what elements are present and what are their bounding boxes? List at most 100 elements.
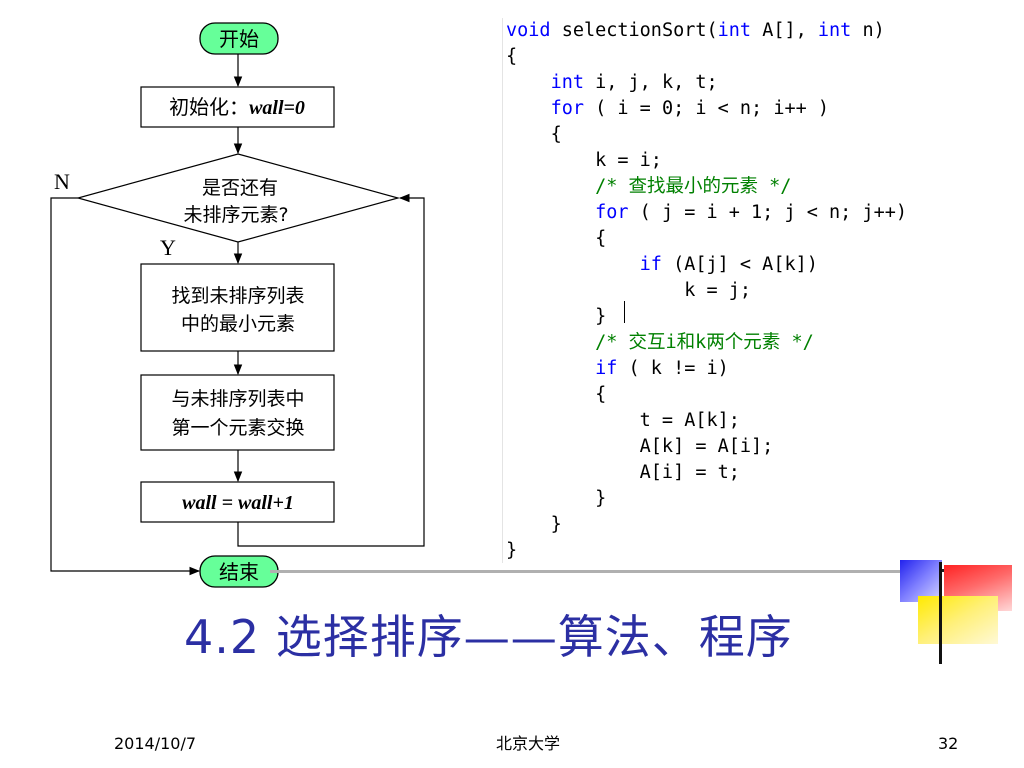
code-keyword: int (717, 20, 752, 41)
increment-label: wall = wall+1 (182, 492, 294, 514)
code-panel: void selectionSort(int A[], int n){ int … (502, 18, 1003, 563)
start-label: 开始 (219, 27, 259, 51)
footer-organization: 北京大学 (496, 734, 561, 753)
code-indent (506, 202, 595, 223)
deco-blue-square (900, 560, 942, 602)
code-text: selectionSort( (550, 20, 718, 41)
code-line: t = A[k]; (506, 408, 740, 434)
code-indent (506, 514, 551, 535)
code-text: n) (851, 20, 885, 41)
code-keyword: if (595, 358, 618, 379)
code-indent (506, 358, 595, 379)
find-min-box (140, 263, 335, 352)
title-rule-gray (270, 570, 910, 573)
code-text: { (595, 384, 607, 405)
code-keyword: for (550, 98, 584, 119)
code-line: { (506, 226, 606, 252)
code-text: { (550, 124, 562, 145)
code-keyword: int (550, 72, 584, 93)
code-indent (506, 228, 595, 249)
code-text: A[k] = A[i]; (639, 436, 774, 457)
decision-label-line1: 是否还有 (202, 177, 278, 199)
footer-date: 2014/10/7 (114, 734, 197, 753)
init-prefix: 初始化： (169, 95, 249, 119)
code-text: { (506, 46, 518, 67)
init-box (140, 86, 335, 128)
code-indent (506, 150, 595, 171)
code-text: A[], (751, 20, 818, 41)
slide-title: 4.2 选择排序——算法、程序 (184, 604, 793, 674)
code-indent (506, 124, 551, 145)
code-indent (506, 488, 595, 509)
decision-label-line2: 未排序元素? (183, 204, 288, 226)
code-keyword: int (817, 20, 852, 41)
code-line: A[k] = A[i]; (506, 434, 774, 460)
code-comment: /* 交互i和k两个元素 */ (595, 332, 814, 353)
code-line: } (506, 538, 517, 564)
yes-branch-label: Y (160, 235, 176, 260)
code-text: } (595, 306, 607, 327)
code-line: k = i; (506, 148, 662, 174)
no-branch-label: N (54, 169, 70, 194)
increment-box (140, 481, 335, 523)
code-text: (A[j] < A[k]) (661, 254, 818, 275)
code-line: } (506, 486, 606, 512)
selection-sort-flowchart: 开始 初始化：wall=0 是否还有 未排序元素? N Y 找到未排序列表 中的… (50, 22, 425, 588)
init-expression: wall=0 (249, 97, 305, 119)
code-line: /* 查找最小的元素 */ (506, 174, 791, 200)
code-line: void selectionSort(int A[], int n) (506, 18, 885, 44)
code-text: k = i; (595, 150, 662, 171)
code-line: { (506, 122, 562, 148)
code-text: i, j, k, t; (583, 72, 718, 93)
footer-page-number: 32 (938, 734, 959, 753)
code-text: { (595, 228, 607, 249)
init-label: 初始化：wall=0 (169, 95, 305, 119)
code-line: for ( j = i + 1; j < n; j++) (506, 200, 907, 226)
code-keyword: void (506, 20, 551, 41)
code-line: /* 交互i和k两个元素 */ (506, 330, 814, 356)
code-indent (506, 462, 640, 483)
swap-box (140, 374, 335, 451)
code-indent (506, 384, 595, 405)
code-text: k = j; (684, 280, 752, 301)
end-label: 结束 (219, 560, 259, 584)
swap-line1: 与未排序列表中 (171, 388, 304, 410)
start-terminal (199, 22, 279, 55)
code-line: for ( i = 0; i < n; i++ ) (506, 96, 829, 122)
code-text: ( i = 0; i < n; i++ ) (583, 98, 830, 119)
code-indent (506, 98, 551, 119)
code-line: { (506, 44, 517, 70)
slide-title-number: 4.2 (184, 610, 261, 664)
code-text: ( k != i) (617, 358, 729, 379)
code-indent (506, 72, 551, 93)
deco-yellow-square (918, 596, 998, 644)
code-text: A[i] = t; (639, 462, 740, 483)
loop-back-connector (237, 193, 425, 547)
code-indent (506, 176, 595, 197)
code-text: ( j = i + 1; j < n; j++) (628, 202, 907, 223)
code-indent (506, 280, 684, 301)
code-line: { (506, 382, 606, 408)
deco-vertical-bar (939, 562, 942, 664)
code-indent (506, 436, 640, 457)
code-text: t = A[k]; (639, 410, 740, 431)
find-min-line2: 中的最小元素 (181, 313, 295, 335)
code-indent (506, 332, 595, 353)
code-comment: /* 查找最小的元素 */ (595, 176, 792, 197)
code-indent (506, 410, 640, 431)
code-line: } (506, 512, 562, 538)
code-text: } (595, 488, 607, 509)
code-text: } (506, 540, 518, 561)
code-indent (506, 254, 640, 275)
code-line: k = j; (506, 278, 751, 304)
code-line: if (A[j] < A[k]) (506, 252, 818, 278)
slide-title-text: 选择排序——算法、程序 (260, 610, 793, 664)
code-keyword: for (595, 202, 629, 223)
find-min-line1: 找到未排序列表 (171, 285, 304, 307)
code-line: A[i] = t; (506, 460, 740, 486)
swap-line2: 第一个元素交换 (171, 417, 304, 439)
code-line: if ( k != i) (506, 356, 729, 382)
no-branch-connector (50, 197, 201, 576)
code-line: } (506, 304, 606, 330)
text-caret (624, 301, 625, 323)
